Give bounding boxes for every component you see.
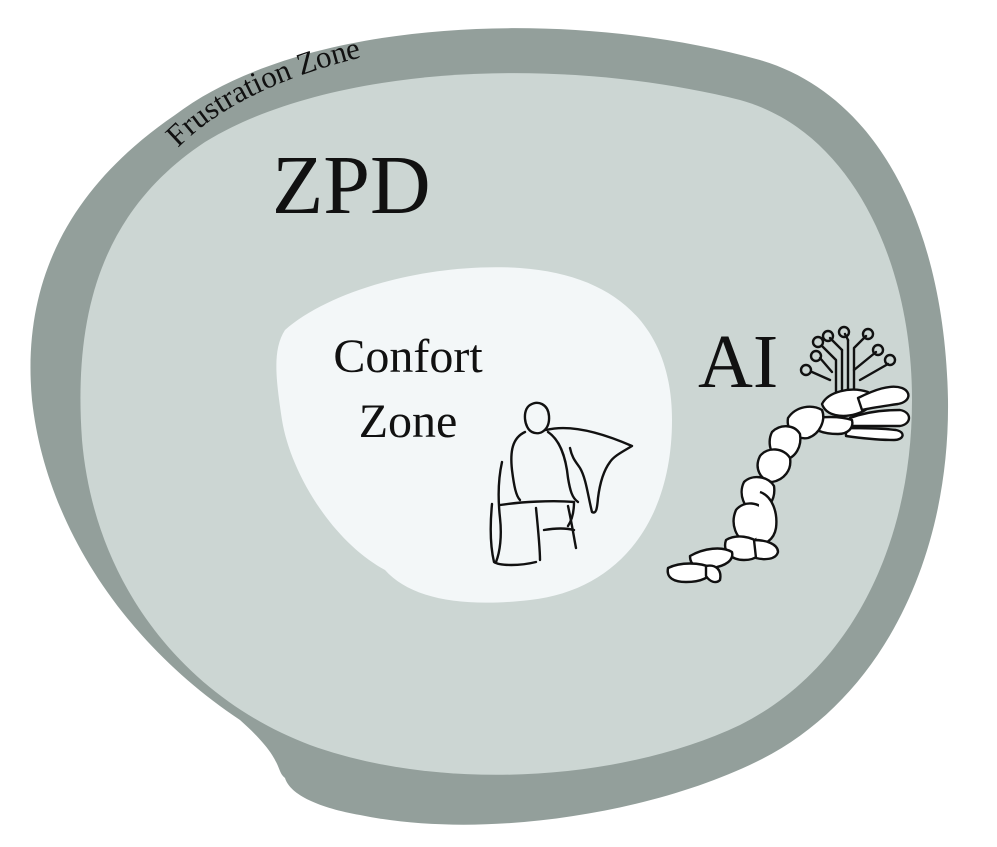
- comfort-zone-label-line2: Zone: [359, 395, 458, 448]
- person-in-chair-icon: [489, 401, 634, 567]
- comfort-zone-label-line1: Confort: [333, 330, 483, 383]
- zpd-label: ZPD: [272, 139, 431, 232]
- robot-arm-icon: [666, 325, 911, 584]
- ai-label: AI: [698, 320, 778, 404]
- comfort-zone-region: [276, 267, 672, 603]
